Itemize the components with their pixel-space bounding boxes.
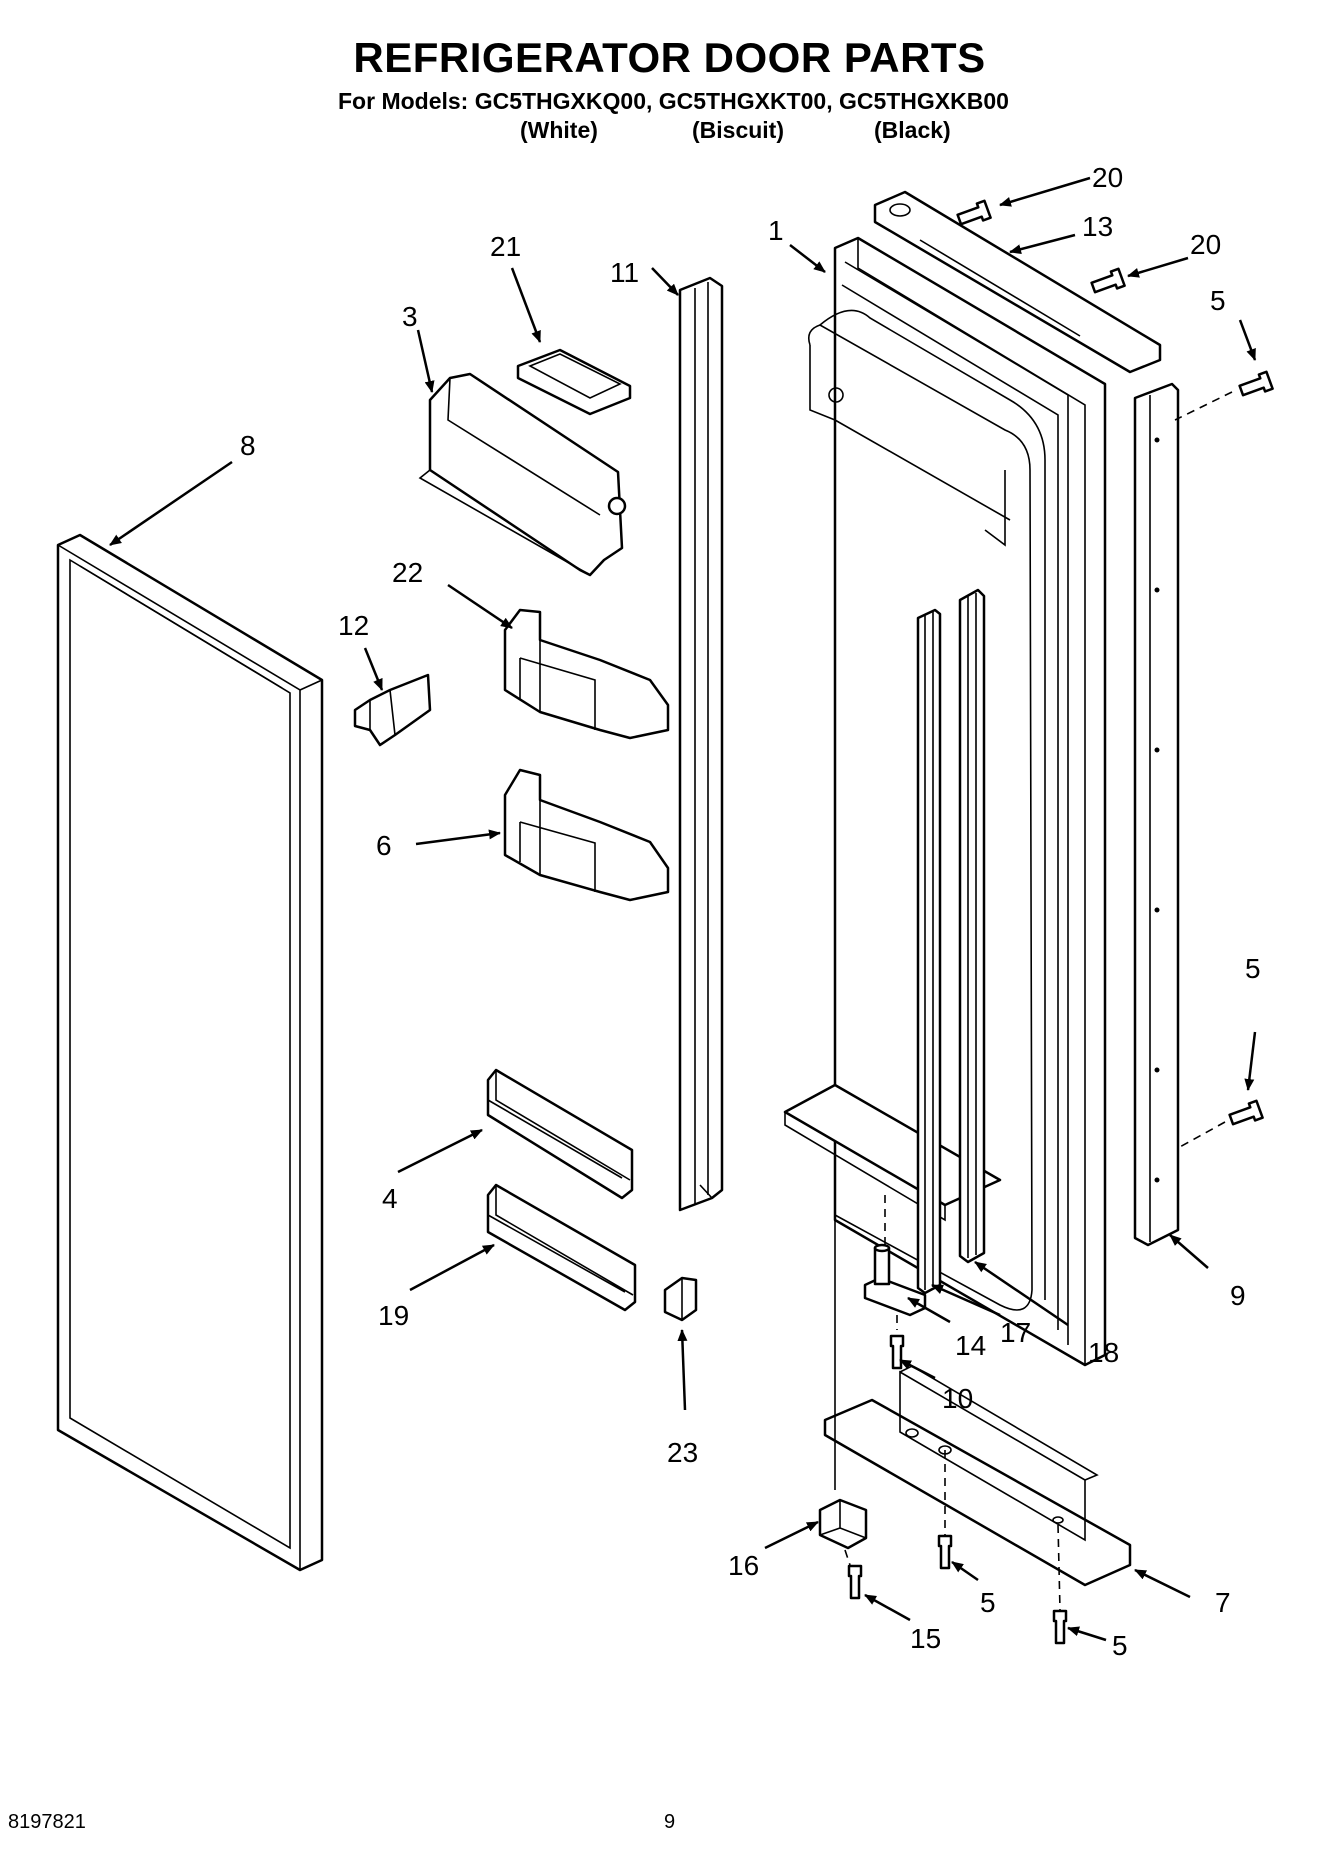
callout-21: 21 (490, 231, 521, 262)
callout-14: 14 (955, 1330, 986, 1361)
callout-5-bottom: 5 (1112, 1630, 1128, 1661)
callout-11: 11 (610, 257, 639, 288)
callout-5-upper-right: 5 (1210, 285, 1226, 316)
page-title: REFRIGERATOR DOOR PARTS (353, 34, 986, 81)
part-shelf-track-18 (958, 588, 986, 1264)
part-vertical-trim (678, 276, 724, 1212)
part-tray (516, 348, 632, 416)
part-bottom-hinge-bracket (823, 1365, 1132, 1587)
callout-10: 10 (942, 1383, 973, 1414)
callout-5-bracket: 5 (980, 1587, 996, 1618)
models-line: For Models: GC5THGXKQ00, GC5THGXKT00, GC… (338, 88, 1009, 114)
callout-18: 18 (1088, 1337, 1119, 1368)
part-shelf-track-17 (916, 608, 942, 1295)
part-lower-bin (503, 768, 670, 902)
callout-7: 7 (1215, 1587, 1231, 1618)
callout-23: 23 (667, 1437, 698, 1468)
callout-9: 9 (1230, 1280, 1246, 1311)
variant-biscuit: (Biscuit) (692, 117, 784, 143)
part-side-trim (1133, 382, 1180, 1247)
part-shelf-rail-upper (486, 1068, 634, 1200)
page-number: 9 (664, 1811, 676, 1833)
callout-22: 22 (392, 557, 423, 588)
part-clip (353, 673, 432, 747)
part-hinge-block (818, 1498, 868, 1550)
variant-white: (White) (520, 117, 598, 143)
part-door-gasket (56, 533, 324, 1572)
callout-20-top: 20 (1092, 162, 1123, 193)
part-small-cap (663, 1276, 698, 1322)
callout-16: 16 (728, 1550, 759, 1581)
part-door-liner (783, 236, 1107, 1367)
alignment-lines (834, 391, 1233, 1611)
document-number: 8197821 (8, 1811, 86, 1833)
part-top-cap (873, 190, 1162, 374)
callout-4: 4 (382, 1183, 398, 1214)
part-dairy-door (418, 372, 627, 577)
callout-20-mid: 20 (1190, 229, 1221, 260)
callout-15: 15 (910, 1623, 941, 1654)
callout-13: 13 (1082, 211, 1113, 242)
part-shelf-rail-lower (486, 1183, 637, 1312)
callout-3: 3 (402, 301, 418, 332)
callout-1: 1 (768, 215, 784, 246)
part-upper-bin (503, 608, 670, 740)
leader-arrows (109, 176, 1257, 1642)
callout-5-right-middle: 5 (1245, 953, 1261, 984)
variant-black: (Black) (874, 117, 951, 143)
callout-labels: 20 13 1 20 21 11 5 3 8 22 12 6 5 4 9 19 … (240, 162, 1261, 1661)
callout-6: 6 (376, 830, 392, 861)
callout-19: 19 (378, 1300, 409, 1331)
callout-8: 8 (240, 430, 256, 461)
callout-17: 17 (1000, 1317, 1031, 1348)
callout-12: 12 (338, 610, 369, 641)
